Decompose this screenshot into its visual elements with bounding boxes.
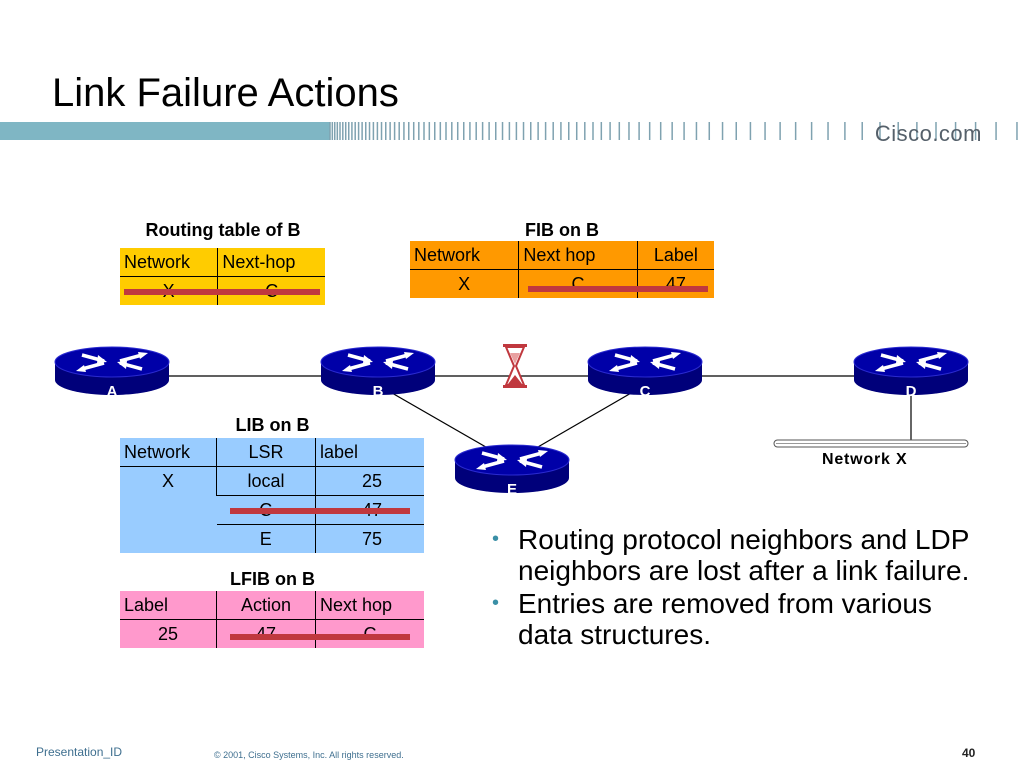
hourglass-icon — [503, 344, 527, 388]
table-header-row: Network Next-hop — [120, 248, 325, 277]
bullet-dot-icon: • — [492, 528, 500, 550]
bullet-text: Routing protocol neighbors and LDP neigh… — [518, 524, 970, 586]
bullet-text: Entries are removed from various data st… — [518, 588, 932, 650]
router-e-label: E — [506, 481, 517, 498]
copyright-text: © 2001, Cisco Systems, Inc. All rights r… — [214, 750, 404, 760]
table-header-cell: label — [315, 438, 424, 467]
table-row: E 75 — [120, 524, 424, 553]
table-cell: 47 — [216, 619, 316, 648]
page-number: 40 — [962, 746, 976, 760]
router-a-label: A — [106, 383, 118, 400]
bullet-item: • Entries are removed from various data s… — [492, 588, 972, 650]
table-header-cell: Next hop — [518, 241, 638, 270]
table-cell: 25 — [315, 466, 424, 496]
network-x-label: Network X — [822, 451, 908, 468]
strikethrough-line — [230, 508, 410, 514]
table-cell: 75 — [315, 524, 424, 553]
lfib-title: LFIB on B — [230, 569, 315, 589]
lib-table: Network LSR label X local 25 C 47 E 75 — [120, 438, 424, 553]
table-cell: local — [216, 466, 316, 496]
strikethrough-line — [230, 634, 410, 640]
cisco-logo: Cisco.com — [874, 121, 982, 146]
table-cell: C — [518, 269, 638, 298]
table-cell: E — [259, 529, 272, 549]
table-header-row: Label Action Next hop — [120, 591, 424, 620]
fib-table: Network Next hop Label X C 47 — [410, 241, 714, 298]
table-header-cell: Next-hop — [217, 248, 325, 277]
table-header-cell: LSR — [216, 438, 316, 467]
network-x-bus — [773, 439, 969, 448]
table-cell: X — [161, 471, 174, 491]
table-header-cell: Next hop — [315, 591, 424, 620]
table-row: X local 25 — [120, 466, 424, 496]
lib-title: LIB on B — [235, 415, 310, 435]
table-header-cell: Network — [120, 438, 217, 467]
strikethrough-line — [124, 289, 320, 295]
table-header-cell: Label — [120, 591, 217, 620]
lfib-table: Label Action Next hop 25 47 C — [120, 591, 424, 648]
table-header-cell: Label — [636, 241, 714, 270]
router-b-label: B — [372, 383, 384, 400]
table-header-row: Network Next hop Label — [410, 241, 714, 270]
routing-table: Network Next-hop X C — [120, 248, 325, 305]
routing-table-title: Routing table of B — [145, 220, 301, 240]
bullet-list: • Routing protocol neighbors and LDP neig… — [492, 524, 972, 652]
table-header-row: Network LSR label — [120, 438, 424, 467]
table-header-cell: Network — [410, 241, 519, 270]
fib-title: FIB on B — [525, 220, 599, 240]
table-header-cell: Action — [216, 591, 316, 620]
table-cell: 25 — [157, 624, 179, 644]
slide-title: Link Failure Actions — [52, 71, 399, 115]
table-cell: 47 — [636, 269, 714, 298]
table-cell: X — [458, 274, 471, 294]
bullet-item: • Routing protocol neighbors and LDP neig… — [492, 524, 972, 586]
header-banner — [0, 122, 1018, 140]
router-c-label: C — [639, 383, 651, 400]
presentation-id: Presentation_ID — [36, 745, 123, 759]
table-row: X C 47 — [410, 269, 714, 298]
bullet-dot-icon: • — [492, 592, 500, 614]
router-d-label: D — [905, 383, 917, 400]
strikethrough-line — [528, 286, 708, 292]
table-header-cell: Network — [120, 248, 218, 277]
